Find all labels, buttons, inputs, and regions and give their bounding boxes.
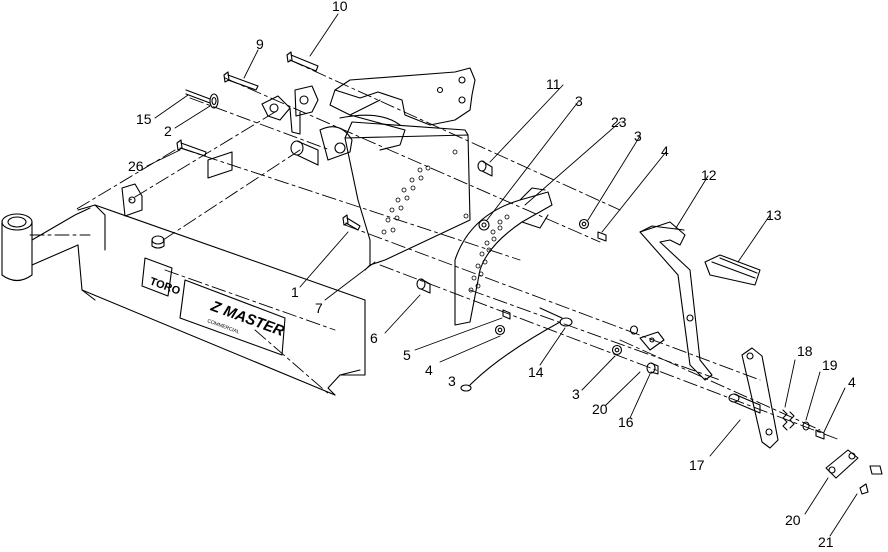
spacer-11 <box>477 160 493 177</box>
slotted-plate <box>454 187 553 326</box>
bushing-16 <box>646 362 659 375</box>
bolt-1 <box>342 214 361 231</box>
callout-3-c: 3 <box>448 373 456 389</box>
nut-3-right <box>578 218 590 230</box>
washer-20-upper <box>629 325 665 351</box>
callout-labels: 10 9 15 2 26 11 3 23 3 4 12 13 1 7 6 5 4… <box>128 0 856 550</box>
frame-logo-plate <box>141 257 286 356</box>
lanyard-14 <box>460 307 573 392</box>
callout-14: 14 <box>528 364 544 380</box>
pivot-bracket <box>207 85 319 179</box>
frame-tube <box>1 183 366 396</box>
pedal-arm-12 <box>639 221 713 381</box>
callout-3-d: 3 <box>572 386 580 402</box>
nut-3-lower <box>494 324 506 336</box>
bolt-26 <box>176 139 207 157</box>
callout-20-b: 20 <box>785 512 801 528</box>
callout-1: 1 <box>291 284 299 300</box>
callout-18: 18 <box>797 343 813 359</box>
frame-logo: TORO Z MASTER COMMERCIAL <box>148 276 287 340</box>
bolt-4-right <box>815 429 825 440</box>
callout-4-a: 4 <box>661 143 669 159</box>
nut-3-right-lower <box>611 344 623 356</box>
callout-4-c: 4 <box>848 374 856 390</box>
callout-21: 21 <box>818 534 834 550</box>
link-bar-17 <box>728 347 779 449</box>
callout-15: 15 <box>136 111 152 127</box>
callout-19: 19 <box>822 357 838 373</box>
spacer-tube <box>290 126 353 166</box>
upper-mount-bracket <box>329 67 476 151</box>
callout-16: 16 <box>618 414 634 430</box>
callout-20-a: 20 <box>592 401 608 417</box>
callout-13: 13 <box>766 207 782 223</box>
callout-4-b: 4 <box>425 362 433 378</box>
callout-26: 26 <box>128 158 144 174</box>
callout-17: 17 <box>689 457 705 473</box>
callout-23: 23 <box>611 114 627 130</box>
bolt-4-upper <box>597 231 607 242</box>
bolt-9 <box>223 71 259 91</box>
callout-10: 10 <box>332 0 348 14</box>
pin-15 <box>185 89 211 104</box>
bolt-10 <box>286 51 319 72</box>
callout-6: 6 <box>370 330 378 346</box>
spring-18 <box>782 409 795 431</box>
washer-19 <box>802 421 810 431</box>
nut-5 <box>502 309 511 320</box>
nut-3-upper <box>478 219 490 231</box>
plate-holes <box>381 149 510 293</box>
callout-3-b: 3 <box>634 128 642 144</box>
callout-11: 11 <box>546 76 561 92</box>
leader-lines <box>146 13 858 537</box>
callout-3-a: 3 <box>575 93 583 109</box>
callout-2: 2 <box>164 123 172 139</box>
callout-7: 7 <box>315 300 323 316</box>
callout-5: 5 <box>403 347 411 363</box>
washer-2 <box>209 93 219 109</box>
pedal-pad-13 <box>704 254 761 286</box>
spacer-6 <box>416 278 431 294</box>
plate-20-lower <box>825 449 859 479</box>
bolt-21 <box>859 465 883 495</box>
callout-12: 12 <box>701 167 717 183</box>
callout-9: 9 <box>256 36 264 52</box>
